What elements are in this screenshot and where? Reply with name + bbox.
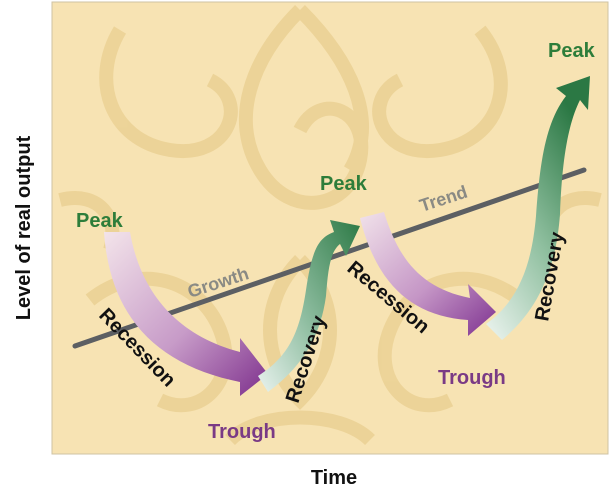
peak-label-1: Peak <box>76 210 124 232</box>
peak-label-3: Peak <box>548 40 596 62</box>
trough-label-2: Trough <box>438 367 506 389</box>
plot-panel <box>52 2 608 454</box>
x-axis-label: Time <box>311 467 357 489</box>
y-axis-label: Level of real output <box>13 135 35 320</box>
peak-label-2: Peak <box>320 173 368 195</box>
trough-label-1: Trough <box>208 421 276 443</box>
